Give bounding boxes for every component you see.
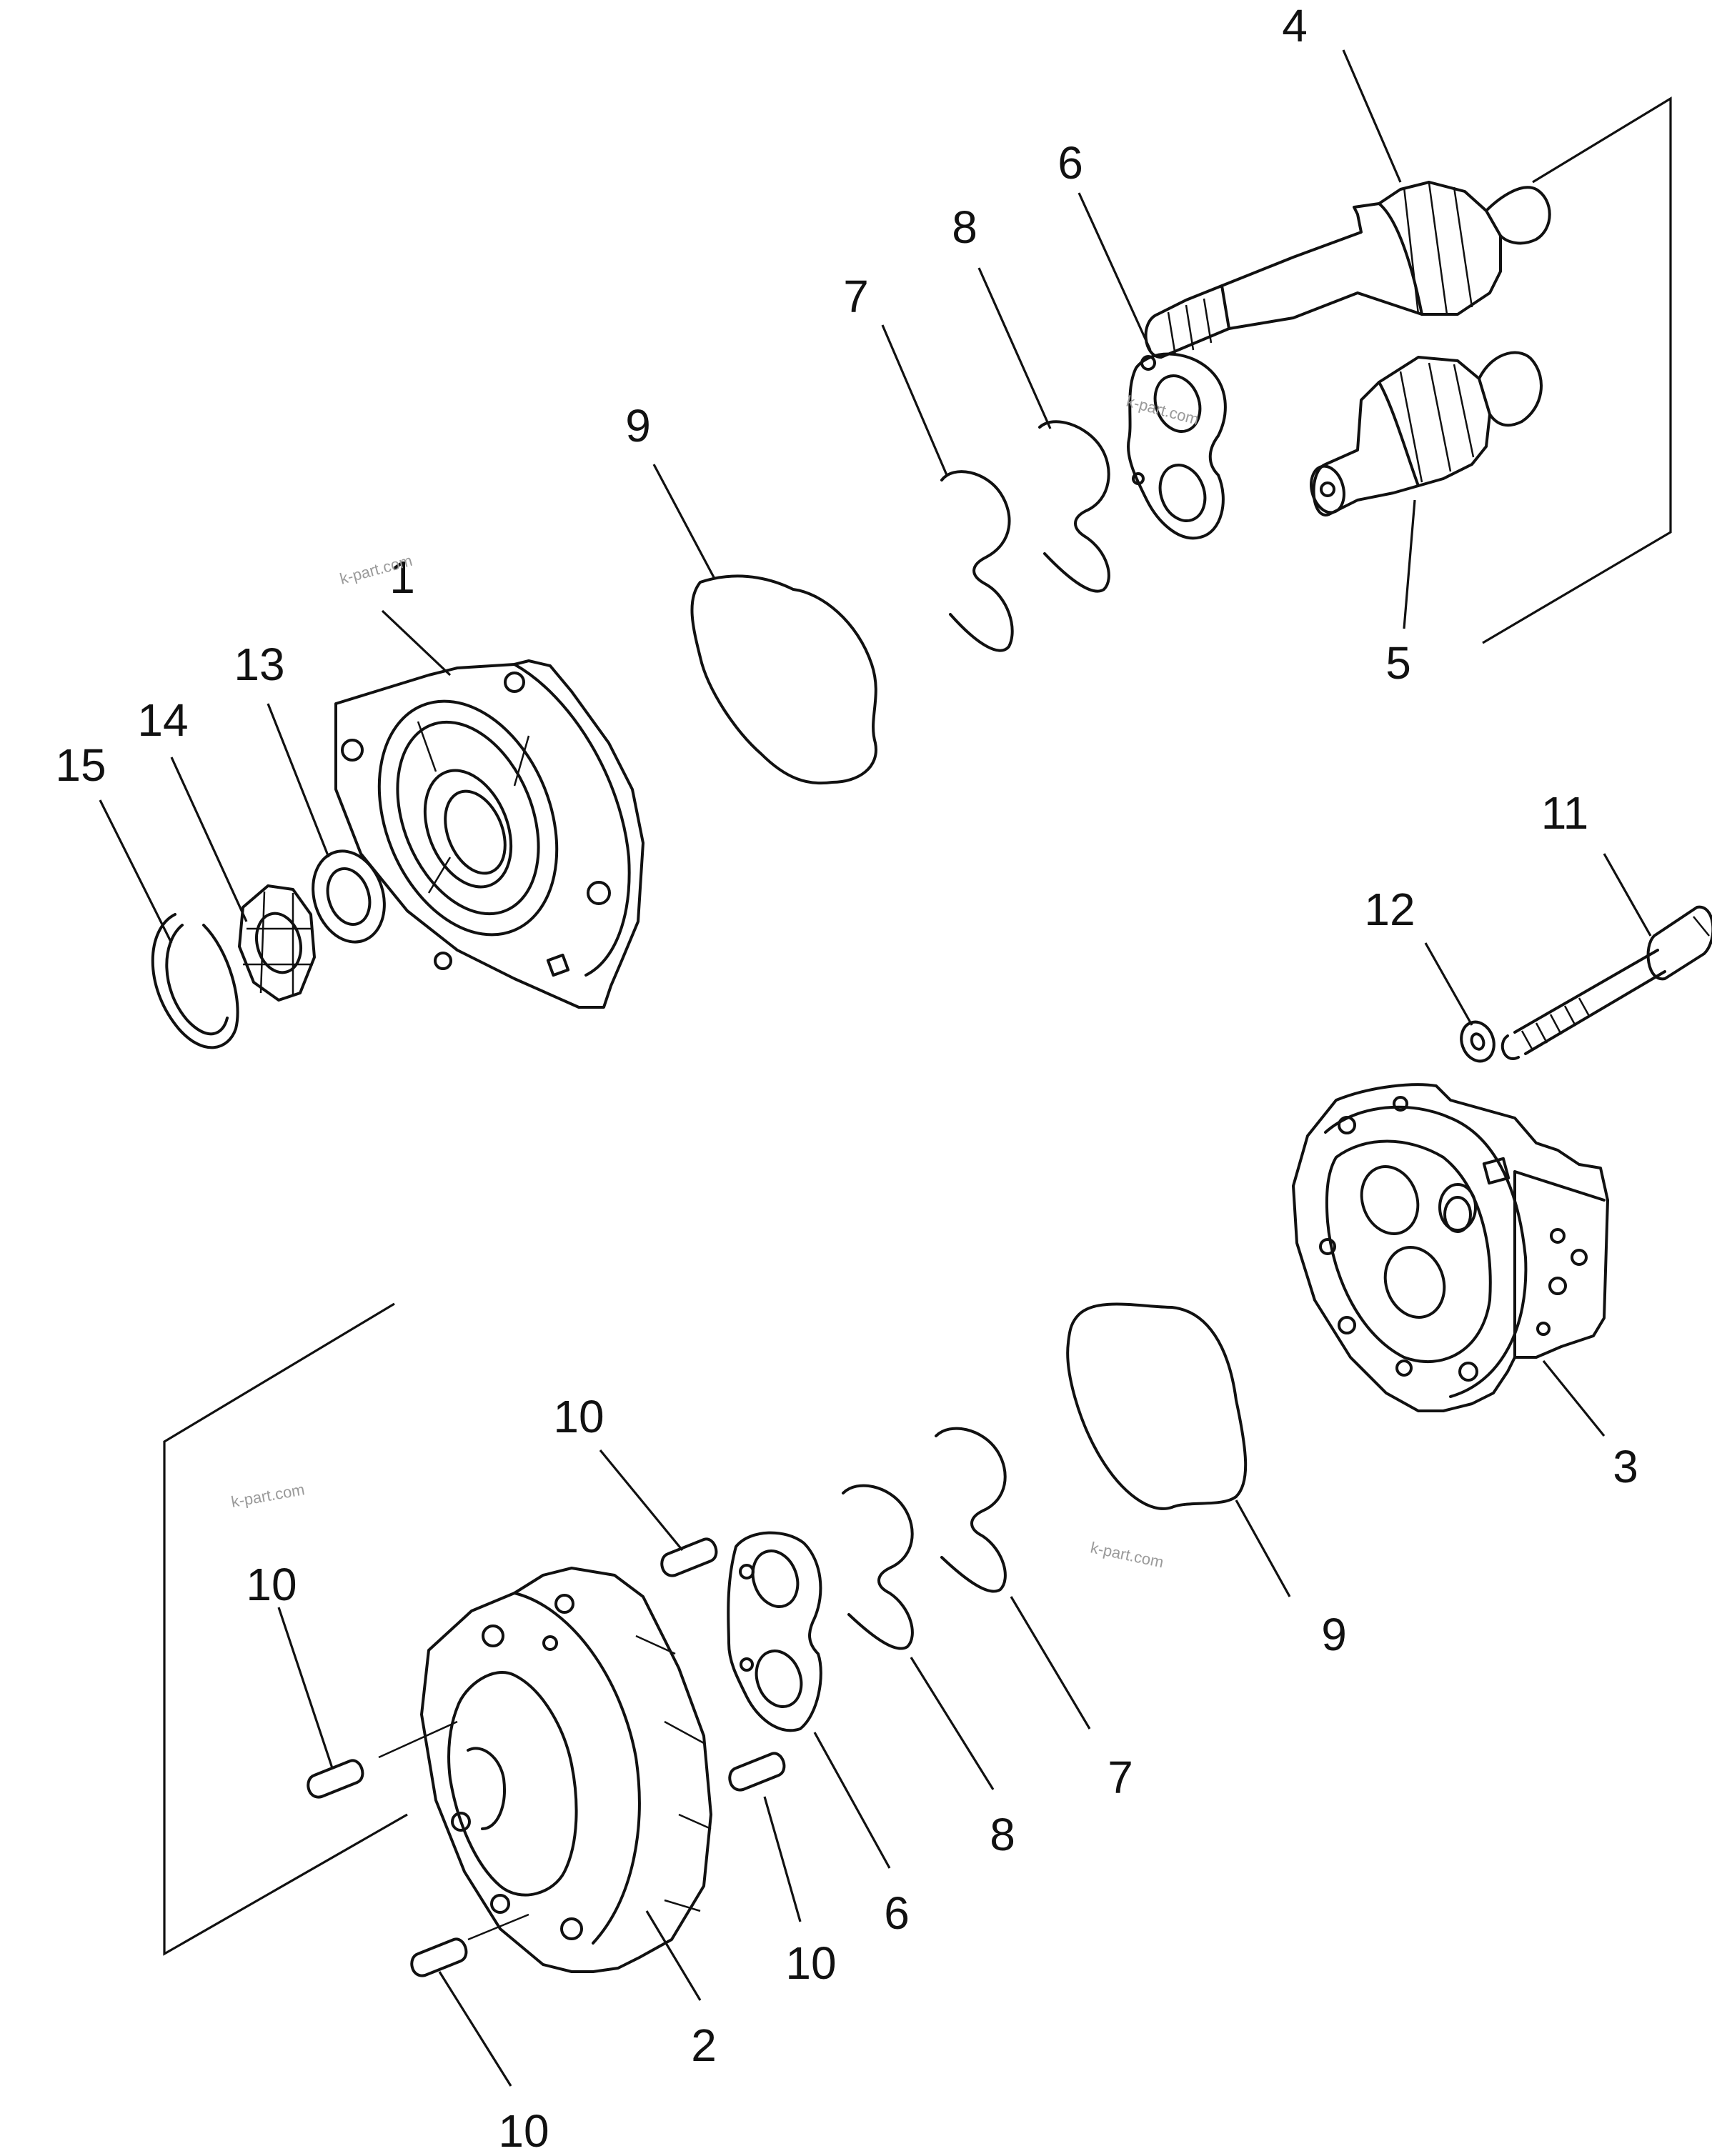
part-3-rear-cover	[1292, 1083, 1609, 1412]
callout-2: 2	[691, 2020, 717, 2071]
callout-labels: 1 13 14 15 9 7 8 6 4 5 11 12 3 9 7 8 6 2…	[55, 0, 1638, 2156]
part-6-lower-bushing	[727, 1531, 822, 1732]
part-15-snap-ring	[151, 913, 239, 1049]
callout-13: 13	[234, 639, 284, 690]
callout-7-lower: 7	[1108, 1752, 1133, 1803]
part-10-dowel-pin-c	[728, 1752, 786, 1792]
part-9-lower-o-ring	[1066, 1302, 1248, 1510]
callout-7-upper: 7	[843, 271, 869, 322]
callout-11: 11	[1541, 787, 1588, 839]
part-8-upper-spring	[1038, 420, 1110, 593]
callout-10-bottom: 10	[498, 2105, 549, 2152]
upper-group-bracket	[1482, 96, 1672, 644]
watermark-4: k-part.com	[1089, 1538, 1165, 1571]
axis-lines	[378, 1720, 529, 1941]
part-12-washer	[1460, 1020, 1495, 1063]
part-10-dowel-pin-a	[660, 1537, 718, 1577]
part-4-drive-gear-shaft	[1144, 181, 1551, 359]
callout-14: 14	[137, 694, 188, 746]
callout-9-lower: 9	[1321, 1609, 1347, 1660]
part-11-bolt	[1501, 905, 1712, 1060]
part-13-washer	[312, 849, 386, 944]
leader-lines	[99, 49, 1652, 2087]
part-6-upper-bushing	[1127, 352, 1227, 540]
callout-6-lower: 6	[884, 1887, 910, 1939]
part-7-lower-spring	[935, 1427, 1007, 1593]
callout-8-lower: 8	[990, 1809, 1015, 1860]
part-7-upper-spring	[940, 470, 1014, 652]
callout-10-left: 10	[246, 1559, 297, 1610]
watermark-3: k-part.com	[230, 1480, 307, 1511]
lower-group-bracket	[163, 1302, 408, 1956]
part-9-upper-o-ring	[690, 574, 877, 785]
part-5-driven-gear	[1310, 351, 1543, 516]
part-2-gear-case	[420, 1567, 712, 1973]
callout-8-upper: 8	[952, 201, 977, 253]
callout-1: 1	[389, 552, 415, 603]
part-10-dowel-pin-b	[307, 1759, 364, 1799]
part-10-dowel-pin-d	[410, 1937, 468, 1977]
part-14-nut	[238, 884, 316, 1002]
callout-3: 3	[1613, 1441, 1638, 1492]
callout-4: 4	[1282, 0, 1308, 51]
callout-10-top: 10	[553, 1391, 604, 1442]
callout-12: 12	[1364, 884, 1415, 935]
callout-5: 5	[1385, 637, 1411, 689]
part-8-lower-spring	[842, 1484, 914, 1650]
watermarks: k-part.com k-part.com k-part.com k-part.…	[230, 392, 1201, 1572]
callout-15: 15	[55, 739, 106, 791]
callout-10-right: 10	[785, 1937, 836, 1989]
part-1-front-cover	[334, 659, 645, 1009]
callout-6-upper: 6	[1057, 137, 1083, 189]
callout-9-upper: 9	[625, 400, 651, 451]
